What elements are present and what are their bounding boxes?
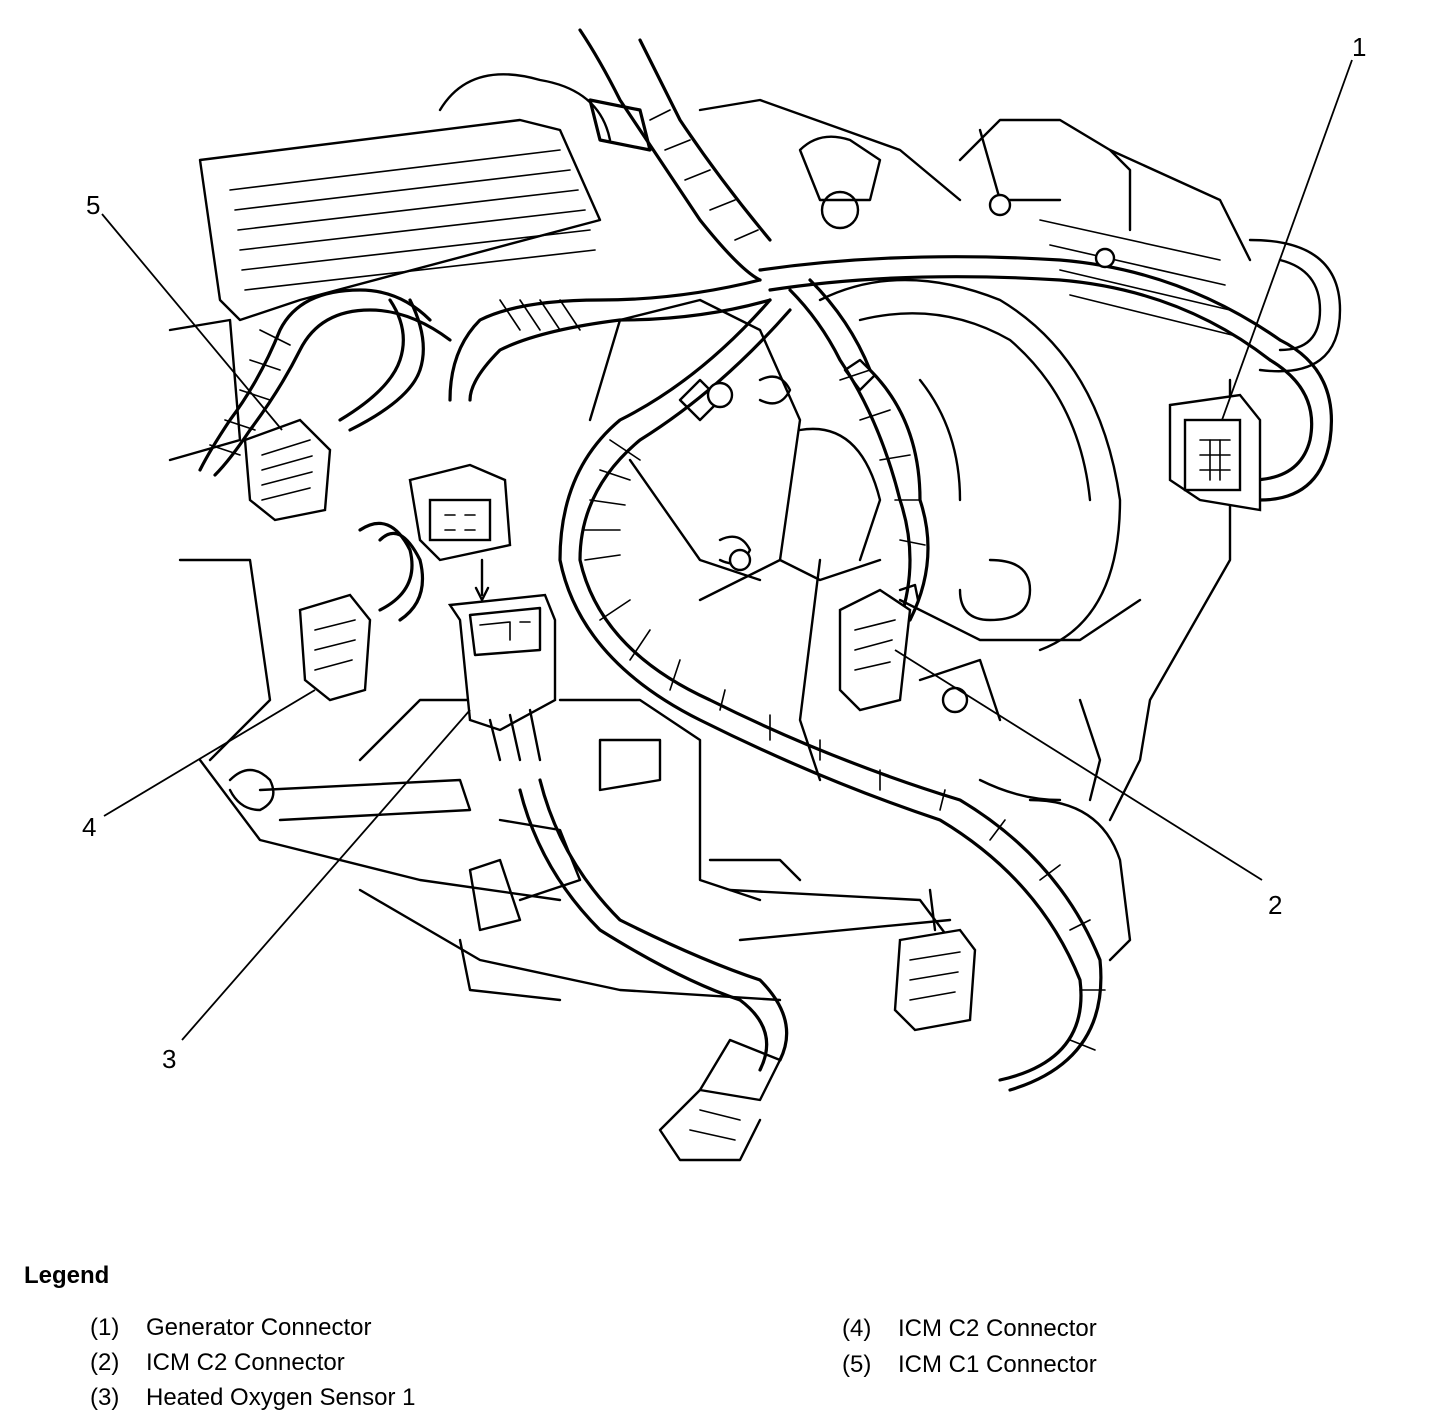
legend-item-text: ICM C1 Connector: [898, 1351, 1097, 1378]
callout-2: 2: [1268, 890, 1283, 920]
lower-connector-shape: [893, 888, 977, 1032]
callout-3: 3: [162, 1044, 177, 1074]
icm-c2-connector-left-shape: [298, 593, 372, 702]
callout-4: 4: [82, 812, 97, 842]
engine-wiring-illustration: [101, 28, 1353, 1162]
wire-harness: [198, 28, 1333, 1092]
legend-item-text: Generator Connector: [146, 1314, 372, 1341]
legend-item-number: (5): [842, 1351, 872, 1378]
leader-lines: [101, 59, 1353, 1041]
legend-item-number: (2): [90, 1349, 120, 1376]
callout-1: 1: [1352, 32, 1367, 62]
callout-5: 5: [86, 190, 101, 220]
legend-heading: Legend: [24, 1262, 110, 1289]
lower-sensor-shape: [658, 1038, 782, 1162]
icm-c2-connector-right-shape: [838, 583, 920, 712]
oxygen-sensor-connector-shape: [408, 463, 557, 762]
icm-c1-connector-shape: [243, 418, 332, 522]
legend-item-5: (5) ICM C1 Connector: [842, 1351, 1097, 1379]
legend-item-text: Heated Oxygen Sensor 1: [146, 1384, 416, 1411]
legend-item-number: (4): [842, 1315, 872, 1342]
legend-item-2: (2) ICM C2 Connector: [90, 1349, 345, 1377]
legend-item-text: ICM C2 Connector: [146, 1349, 345, 1376]
legend-item-number: (1): [90, 1314, 120, 1341]
legend-item-1: (1) Generator Connector: [90, 1314, 371, 1342]
engine-block-outline: [168, 73, 1342, 1002]
legend-item-4: (4) ICM C2 Connector: [842, 1315, 1097, 1343]
legend-item-number: (3): [90, 1384, 120, 1411]
generator-connector-shape: [1168, 393, 1262, 512]
legend-item-text: ICM C2 Connector: [898, 1315, 1097, 1342]
legend-item-3: (3) Heated Oxygen Sensor 1: [90, 1384, 416, 1412]
